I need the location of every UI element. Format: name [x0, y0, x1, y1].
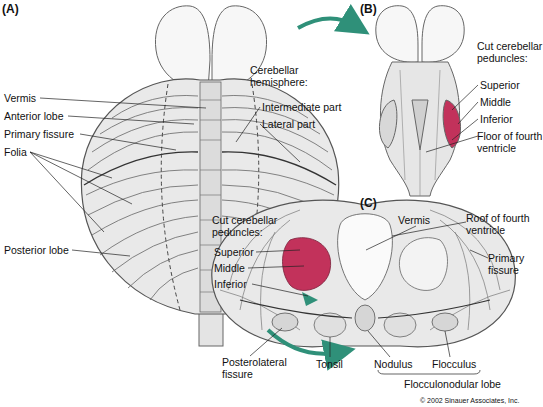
part-label: Middle	[214, 262, 274, 274]
part-label: Vermis	[398, 214, 448, 226]
part-label: Vermis	[4, 92, 64, 104]
part-label: Floor of fourth ventricle	[477, 130, 543, 154]
part-label: Superior	[214, 246, 274, 258]
part-label: Primary fissure	[4, 128, 94, 140]
part-label: Middle	[480, 96, 540, 108]
brainstem-b	[376, 6, 464, 196]
part-label: Cut cerebellar peduncles:	[212, 214, 302, 238]
leader-line	[30, 85, 488, 374]
part-label: Intermediate part	[262, 101, 362, 113]
part-label: Roof of fourth ventricle	[466, 212, 543, 236]
part-label: (A)	[2, 2, 32, 16]
part-label: Cut cerebellar peduncles:	[477, 40, 543, 64]
part-label: Inferior	[214, 278, 274, 290]
part-label: Flocculonodular lobe	[404, 378, 524, 390]
part-label: Primary fissure	[488, 252, 543, 276]
part-label: Anterior lobe	[4, 110, 84, 122]
part-label: Superior	[480, 79, 540, 91]
part-label: (B)	[360, 2, 390, 16]
part-label: Posterolateral fissure	[222, 356, 302, 380]
part-label: Lateral part	[262, 118, 342, 130]
part-label: Nodulus	[374, 358, 429, 370]
part-label: Posterior lobe	[4, 244, 94, 256]
cerebellum-dorsal	[81, 79, 338, 314]
part-label: Inferior	[480, 113, 540, 125]
part-label: Tonsil	[316, 358, 366, 370]
part-label: © 2002 Sinauer Associates, Inc.	[420, 396, 543, 405]
part-label: Flocculus	[432, 358, 492, 370]
part-label: Cerebellar hemisphere:	[250, 64, 320, 88]
part-label: Folia	[4, 146, 44, 158]
part-label: (C)	[360, 196, 390, 210]
